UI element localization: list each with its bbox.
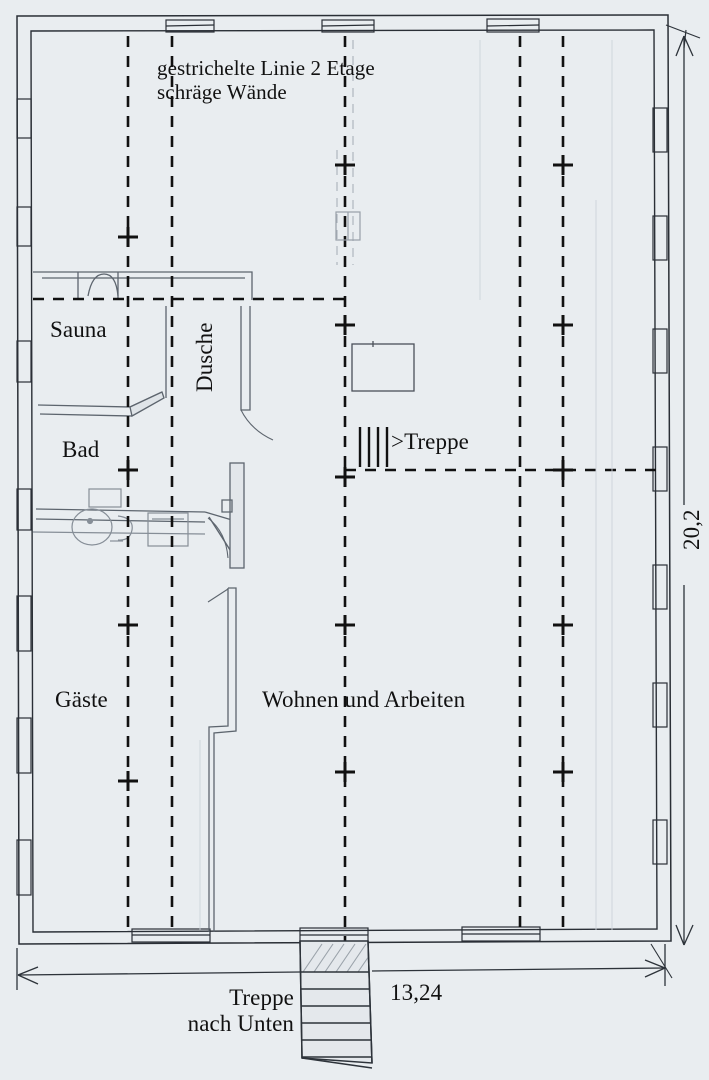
stair-down-label-line2: nach Unten [187,1010,294,1036]
interior-walls [33,271,274,932]
window-openings-left [16,98,32,896]
room-label-bad: Bad [62,437,100,462]
room-label-wohnen-und-arbeiten: Wohnen und Arbeiten [262,687,466,712]
room-label-dusche: Dusche [192,322,217,392]
dashed-line-note-line1: gestrichelte Linie 2 Etage [157,56,375,80]
dimension-line-horizontal [16,943,673,990]
bathroom-fixtures [32,488,206,547]
stair-down-graphic [299,940,373,1069]
window-openings-top [165,18,540,33]
center-axis-guides [336,40,354,265]
dimension-height-label: 20,2 [679,509,704,550]
outer-wall-shell [16,14,672,945]
stair-down-label-line1: Treppe [229,985,294,1010]
dimension-line-vertical [665,24,701,946]
pencil-scratches [199,40,613,930]
stair-up-label: >Treppe [391,429,469,454]
dimension-width-label: 13,24 [390,980,443,1005]
grid-cross-marks [118,155,573,791]
window-openings-right [652,107,668,865]
stair-up-hatch-icon [358,427,389,467]
dashed-line-note-line2: schräge Wände [157,79,287,104]
upper-room-rectangle [351,341,415,392]
axis-opening-box [335,211,361,241]
room-label-sauna: Sauna [50,317,107,342]
room-label-gaeste: Gäste [55,687,108,712]
second-floor-dashed-verticals [126,36,565,966]
second-floor-dashed-horizontals [33,297,657,472]
